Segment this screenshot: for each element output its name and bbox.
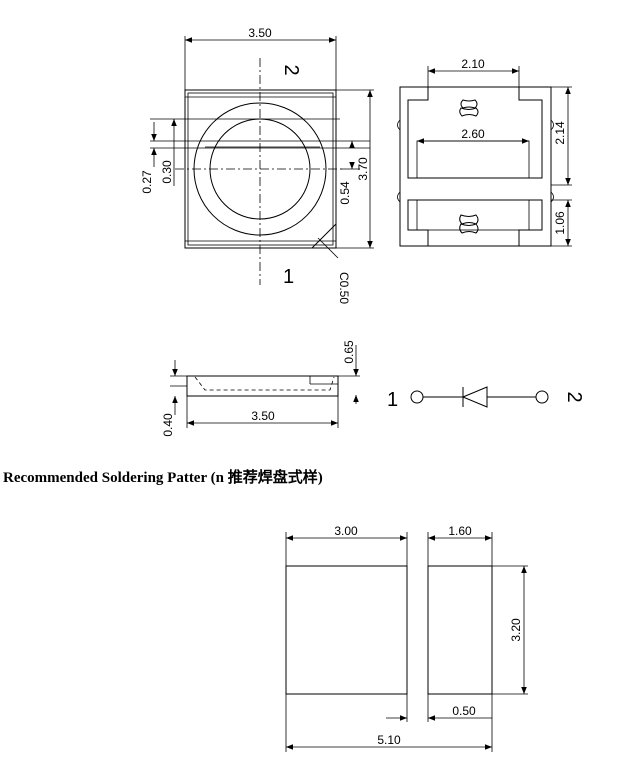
diode-pin-1-label: 1 xyxy=(387,389,398,411)
side-view: 0.65 0.40 3.50 xyxy=(161,340,360,437)
dim-320-label: 3.20 xyxy=(509,618,523,642)
bottom-view: 2.10 2.60 2.14 1.06 xyxy=(397,57,572,247)
bottom-lower-pad xyxy=(407,199,543,247)
soldering-pattern: 3.00 1.60 3.20 0.50 5.10 xyxy=(285,524,528,752)
top-pin-2-label: 2 xyxy=(280,64,302,75)
solder-pad-small xyxy=(427,565,493,695)
solder-pad-large xyxy=(285,565,408,695)
side-width-label: 3.50 xyxy=(251,409,275,423)
bottom-body-outline xyxy=(399,86,552,247)
dim-210-label: 2.10 xyxy=(461,57,485,71)
dim-160-label: 1.60 xyxy=(448,524,472,538)
dim-300-label: 3.00 xyxy=(334,524,358,538)
top-view: 3.50 2 C0.50 0.27 0.30 xyxy=(140,26,374,304)
top-width-label: 3.50 xyxy=(248,26,272,40)
diode-pin-2-label: 2 xyxy=(563,391,585,402)
soldering-heading: Recommended Soldering Patter (n 推荐焊盘式样) xyxy=(3,470,323,486)
top-height-label: 3.70 xyxy=(356,157,370,181)
dim-065-label: 0.65 xyxy=(342,340,356,364)
dim-030-label: 0.30 xyxy=(160,160,174,184)
dim-510-label: 5.10 xyxy=(377,733,401,747)
side-body-outline xyxy=(186,375,339,397)
dim-260-label: 2.60 xyxy=(461,127,485,141)
dim-050-label: 0.50 xyxy=(452,704,476,718)
dim-027-label: 0.27 xyxy=(140,170,154,194)
dim-054-label: 0.54 xyxy=(338,181,352,205)
top-pin-1-label: 1 xyxy=(283,266,294,288)
dim-214-label: 2.14 xyxy=(553,121,567,145)
diode-symbol: 1 2 xyxy=(387,386,585,411)
dim-040-label: 0.40 xyxy=(161,413,175,437)
dim-106-label: 1.06 xyxy=(553,211,567,235)
chamfer-label: C0.50 xyxy=(337,272,351,304)
